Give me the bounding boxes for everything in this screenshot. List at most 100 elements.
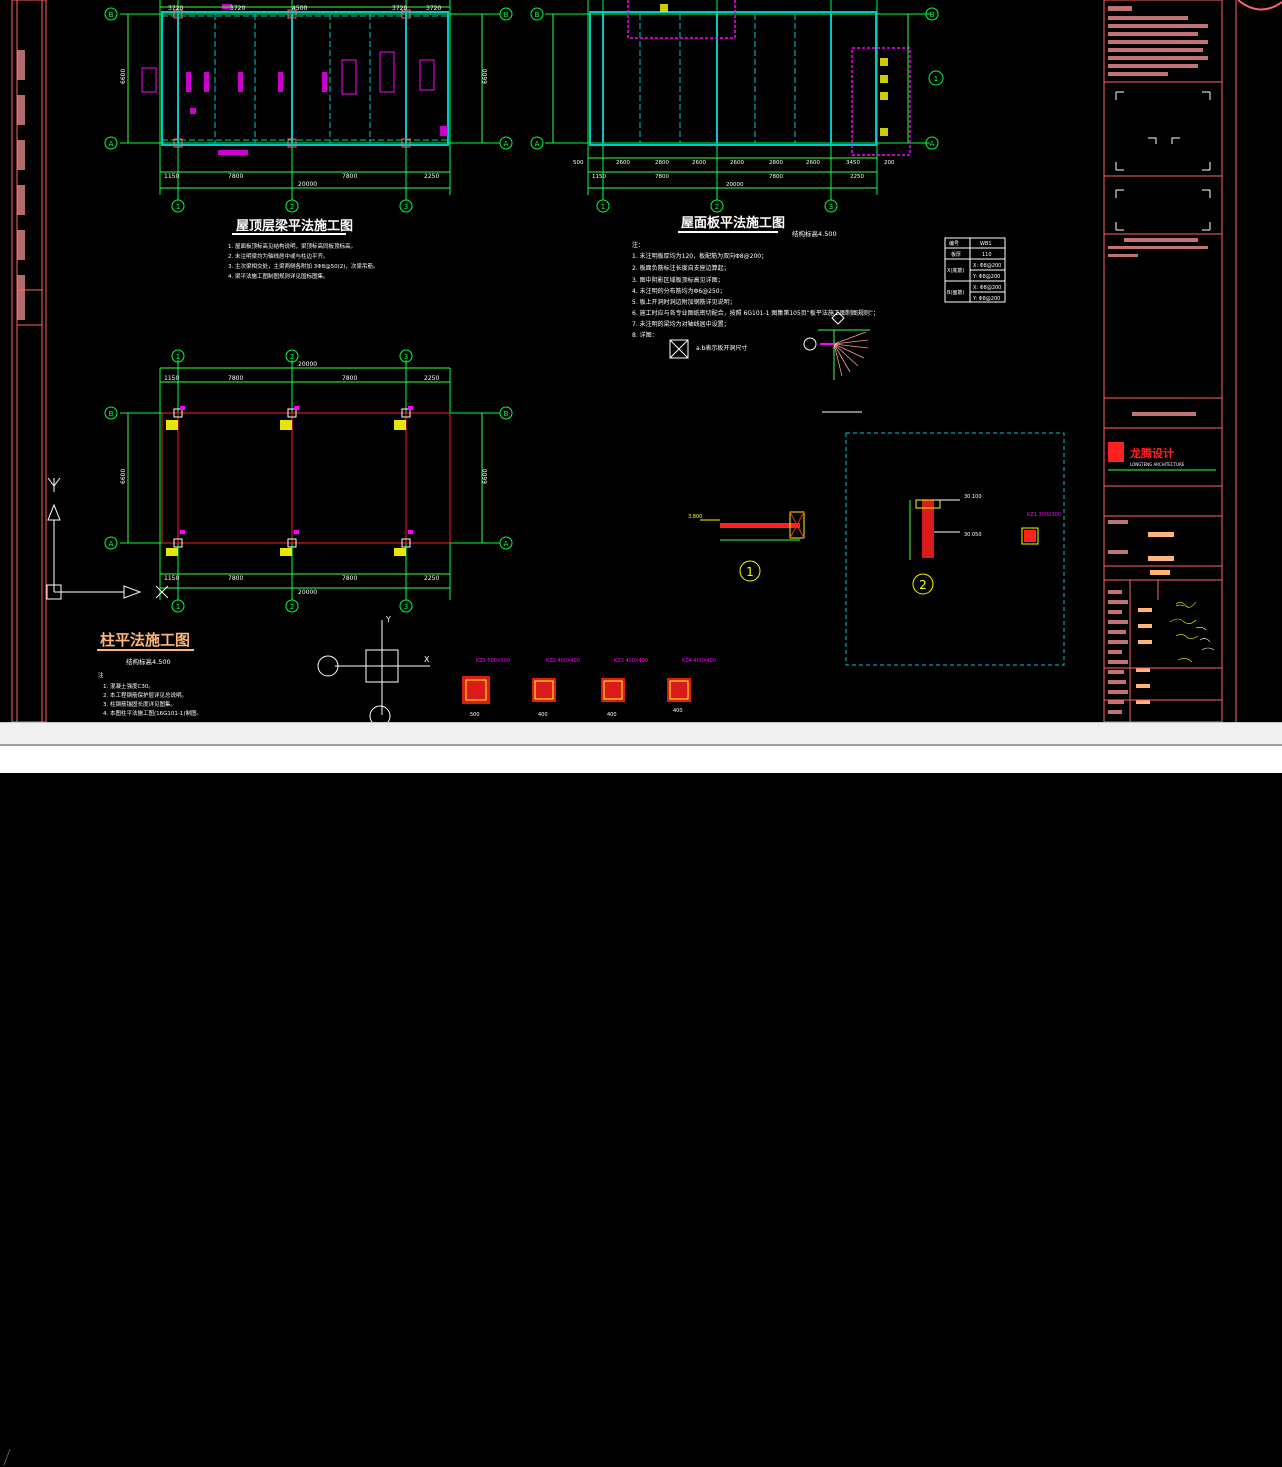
rs-axis-b-right: B bbox=[930, 11, 935, 19]
col-axis-3-bottom: 3 bbox=[404, 603, 408, 611]
col-dim-4: 2250 bbox=[424, 375, 439, 382]
col-dim-3: 7800 bbox=[342, 375, 357, 382]
slab-table-r1-c0: X(底筋) bbox=[947, 267, 964, 274]
rs-small-dim-2: 2600 bbox=[616, 160, 630, 166]
section-size-3: 400 bbox=[607, 712, 617, 718]
col-bdim-3: 7800 bbox=[342, 575, 357, 582]
rs-dim-1: 1150 bbox=[592, 174, 606, 180]
section-size-2: 400 bbox=[538, 712, 548, 718]
detail-1-level: 3.800 bbox=[688, 514, 702, 520]
detail-2-marker: 2 bbox=[919, 578, 927, 592]
rb-top-dim-6: 3720 bbox=[392, 5, 407, 12]
column-plan-title: 柱平法施工图 bbox=[100, 631, 190, 649]
detail-2: 30.100 30.050 2 KZ1 300X300 bbox=[845, 432, 1065, 666]
col-bdim-1: 1150 bbox=[164, 575, 179, 582]
rb-note-3: 3. 主次梁相交处，主梁两侧各附加 3Φ8@50(2)，次梁吊筋。 bbox=[228, 262, 378, 270]
rb-height-right: 6600 bbox=[482, 69, 489, 84]
rs-note-1: 1. 未注明板厚均为120，板配筋为双向Φ8@200； bbox=[632, 252, 767, 260]
column-level: 结构标高4.500 bbox=[126, 657, 171, 666]
col-note-3: 3. 柱钢筋锚固长度详见图集。 bbox=[103, 700, 176, 708]
rb-axis-3: 3 bbox=[404, 203, 408, 211]
company-name: 龙腾设计 bbox=[1129, 446, 1174, 460]
rs-small-dim-9: 3450 bbox=[846, 160, 860, 166]
slab-table-r0-c0: 板厚 bbox=[951, 251, 961, 258]
rb-top-dim-3: 3720 bbox=[230, 5, 245, 12]
rs-note-6: 6. 施工时应与各专业图纸密切配合，按照 6G101-1 图集第105页“板平法… bbox=[632, 309, 879, 317]
col-dim-2: 7800 bbox=[228, 375, 243, 382]
col-axis-b-right: B bbox=[504, 410, 509, 418]
rs-small-dim-7: 2600 bbox=[806, 160, 820, 166]
col-axis-2-bottom: 2 bbox=[290, 603, 294, 611]
section-size-1: 500 bbox=[470, 712, 480, 718]
rs-note-5: 5. 板上开洞时洞边附加钢筋详见说明； bbox=[632, 298, 736, 306]
rs-note-7: 7. 未注明的梁均为对轴线居中设置； bbox=[632, 320, 730, 328]
col-note-2: 2. 本工程钢筋保护层详见总说明。 bbox=[103, 691, 187, 699]
col-axis-1-top: 1 bbox=[176, 353, 180, 361]
rs-legend-label: a.b表示板开洞尺寸 bbox=[696, 344, 747, 352]
slab-table-head-1: WB1 bbox=[980, 241, 992, 247]
rb-axis-b-right: B bbox=[504, 11, 509, 19]
title-block: 龙腾设计 LONGTENG ARCHITECTURE bbox=[1103, 0, 1282, 722]
detail-1-marker: 1 bbox=[746, 565, 754, 579]
roof-slab-plan: 500 2600 2800 2600 2600 2800 2600 3450 2… bbox=[530, 0, 1006, 413]
detail-2-level-c: 30.100 bbox=[964, 494, 982, 500]
slab-table-r3-c0: B(面筋) bbox=[947, 289, 964, 296]
section-label-1: KZ1 500X500 bbox=[476, 658, 510, 664]
company-sub: LONGTENG ARCHITECTURE bbox=[1130, 462, 1185, 467]
slab-table-r0-c1: 110 bbox=[982, 252, 992, 258]
slab-table-r1-c1: X: Φ8@200 bbox=[973, 263, 1001, 269]
column-plan: 1150 7800 7800 2250 20000 1150 7800 7800… bbox=[97, 349, 513, 717]
left-binding-strip bbox=[11, 0, 47, 722]
rs-small-dim-3: 2800 bbox=[655, 160, 669, 166]
slab-table-r3-c1: X: Φ8@200 bbox=[973, 285, 1001, 291]
column-sections: KZ1 500X500 500 KZ2 400X400 400 KZ3 400X… bbox=[462, 658, 716, 718]
rs-note-2: 2. 板面负筋标注长度自支座边算起； bbox=[632, 264, 730, 272]
col-axis-b-left: B bbox=[109, 410, 114, 418]
rs-dim-total: 20000 bbox=[726, 182, 744, 188]
col-height-right: 6600 bbox=[482, 469, 489, 484]
rb-axis-b-left: B bbox=[109, 11, 114, 19]
ucs-icon-left bbox=[46, 477, 169, 600]
rb-axis-a-left: A bbox=[109, 140, 114, 148]
rs-axis-1: 1 bbox=[601, 203, 605, 211]
rb-dim-3: 7800 bbox=[342, 173, 357, 180]
detail-1: 1 3.800 bbox=[688, 511, 805, 582]
drawing-canvas[interactable]: 1150 7800 7800 2250 20000 3720 3720 4500… bbox=[0, 0, 1282, 722]
rs-notes-head: 注： bbox=[632, 241, 644, 249]
rs-dim-4: 2250 bbox=[850, 174, 864, 180]
roof-beam-plan: 1150 7800 7800 2250 20000 3720 3720 4500… bbox=[104, 0, 513, 280]
rb-dim-1: 1150 bbox=[164, 173, 179, 180]
blank-area bbox=[0, 746, 1282, 773]
col-bdim-2: 7800 bbox=[228, 575, 243, 582]
rs-dim-3: 7800 bbox=[769, 174, 783, 180]
col-bdim-4: 2250 bbox=[424, 575, 439, 582]
rb-note-4: 4. 梁平法施工图制图规则详见国标图集。 bbox=[228, 272, 329, 280]
col-axis-2-top: 2 bbox=[290, 353, 294, 361]
rs-section-marker: 1 bbox=[934, 75, 938, 83]
rs-dim-2: 7800 bbox=[655, 174, 669, 180]
rb-axis-1: 1 bbox=[176, 203, 180, 211]
rb-note-2: 2. 未注明梁均为轴线居中或与柱边平齐。 bbox=[228, 252, 329, 260]
rb-axis-a-right: A bbox=[504, 140, 509, 148]
ucs-x-label: X bbox=[424, 655, 430, 664]
col-axis-a-left: A bbox=[109, 540, 114, 548]
roof-beam-title: 屋顶层梁平法施工图 bbox=[236, 218, 353, 234]
rs-axis-b-left: B bbox=[535, 11, 540, 19]
rs-small-dim-10: 200 bbox=[884, 160, 895, 166]
command-line-bar[interactable] bbox=[0, 722, 1282, 1466]
rs-axis-3: 3 bbox=[829, 203, 833, 211]
rb-top-dim-4: 4500 bbox=[292, 5, 307, 12]
corner-rebar-detail bbox=[803, 311, 870, 413]
col-note-1: 1. 混凝土强度C30。 bbox=[103, 682, 154, 690]
ucs-y-label: Y bbox=[385, 615, 391, 624]
cad-drawing[interactable]: 1150 7800 7800 2250 20000 3720 3720 4500… bbox=[0, 0, 1282, 722]
detail-2-tag: KZ1 300X300 bbox=[1027, 512, 1061, 518]
rs-note-8: 8. 详图： bbox=[632, 331, 658, 339]
section-label-2: KZ2 400X400 bbox=[546, 658, 580, 664]
rb-axis-2: 2 bbox=[290, 203, 294, 211]
rs-axis-2: 2 bbox=[715, 203, 719, 211]
rb-dim-total: 20000 bbox=[298, 181, 317, 188]
col-note-4: 4. 本图柱平法施工图(16G101-1)制图。 bbox=[103, 709, 202, 717]
col-dim-1: 1150 bbox=[164, 375, 179, 382]
roof-slab-level: 结构标高4.500 bbox=[792, 229, 837, 238]
